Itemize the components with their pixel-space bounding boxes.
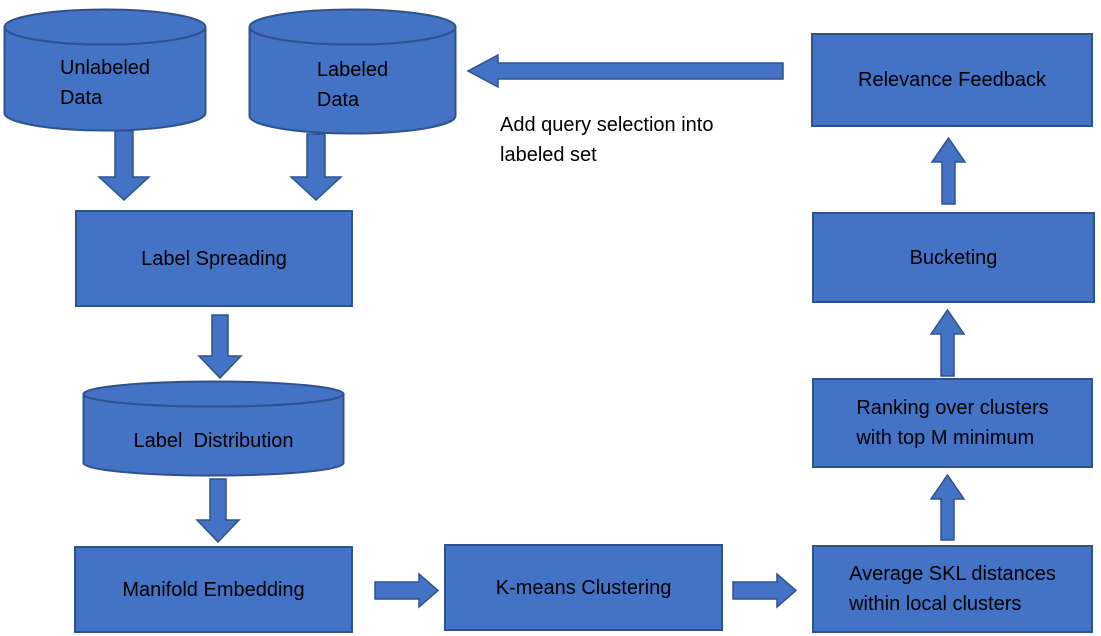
feedback-annotation: Add query selection into labeled set — [500, 114, 714, 166]
arrow-right-kmeans-to-average-skl-icon — [732, 572, 798, 609]
node-kmeans-clustering: K-means Clustering — [444, 544, 723, 631]
node-label-spreading: Label Spreading — [75, 210, 353, 307]
node-label: Label Distribution — [133, 429, 294, 452]
arrow-down-spreading-to-distribution-icon — [197, 314, 243, 380]
arrow-up-bucketing-to-relevance-icon — [930, 136, 967, 205]
node-manifold-embedding: Manifold Embedding — [74, 546, 353, 633]
node-label: Manifold Embedding — [122, 578, 305, 601]
node-label: Bucketing — [909, 246, 998, 269]
node-label: Labeled Data — [316, 58, 389, 111]
node-label: Label Spreading — [141, 247, 287, 270]
cylinder-shape-icon — [82, 380, 345, 477]
node-ranking-over-clusters: Ranking over clusters with top M minimum — [812, 378, 1093, 468]
node-unlabeled-data: Unlabeled Data — [3, 8, 207, 132]
arrow-down-labeled-to-label-spreading-icon — [289, 133, 343, 202]
arrow-left-relevance-to-labeled-data-icon — [466, 53, 784, 89]
cylinder-shape-icon — [248, 8, 457, 135]
arrow-right-manifold-to-kmeans-icon — [374, 572, 440, 609]
node-bucketing: Bucketing — [812, 212, 1095, 303]
node-relevance-feedback: Relevance Feedback — [811, 33, 1093, 127]
node-average-skl-distances: Average SKL distances within local clust… — [812, 545, 1093, 633]
arrow-down-distribution-to-manifold-icon — [195, 478, 241, 544]
node-label: Average SKL distances within local clust… — [849, 563, 1056, 615]
node-label: Ranking over clusters with top M minimum — [856, 397, 1049, 449]
node-label: K-means Clustering — [495, 576, 672, 599]
node-label: Unlabeled Data — [59, 57, 151, 109]
arrow-up-ranking-to-bucketing-icon — [929, 308, 966, 377]
arrow-up-average-skl-to-ranking-icon — [929, 473, 966, 541]
cylinder-shape-icon — [3, 8, 207, 132]
node-label: Relevance Feedback — [858, 69, 1046, 91]
node-label-distribution: Label Distribution — [82, 380, 345, 477]
node-labeled-data: Labeled Data — [248, 8, 457, 135]
arrow-down-unlabeled-to-label-spreading-icon — [97, 130, 151, 202]
